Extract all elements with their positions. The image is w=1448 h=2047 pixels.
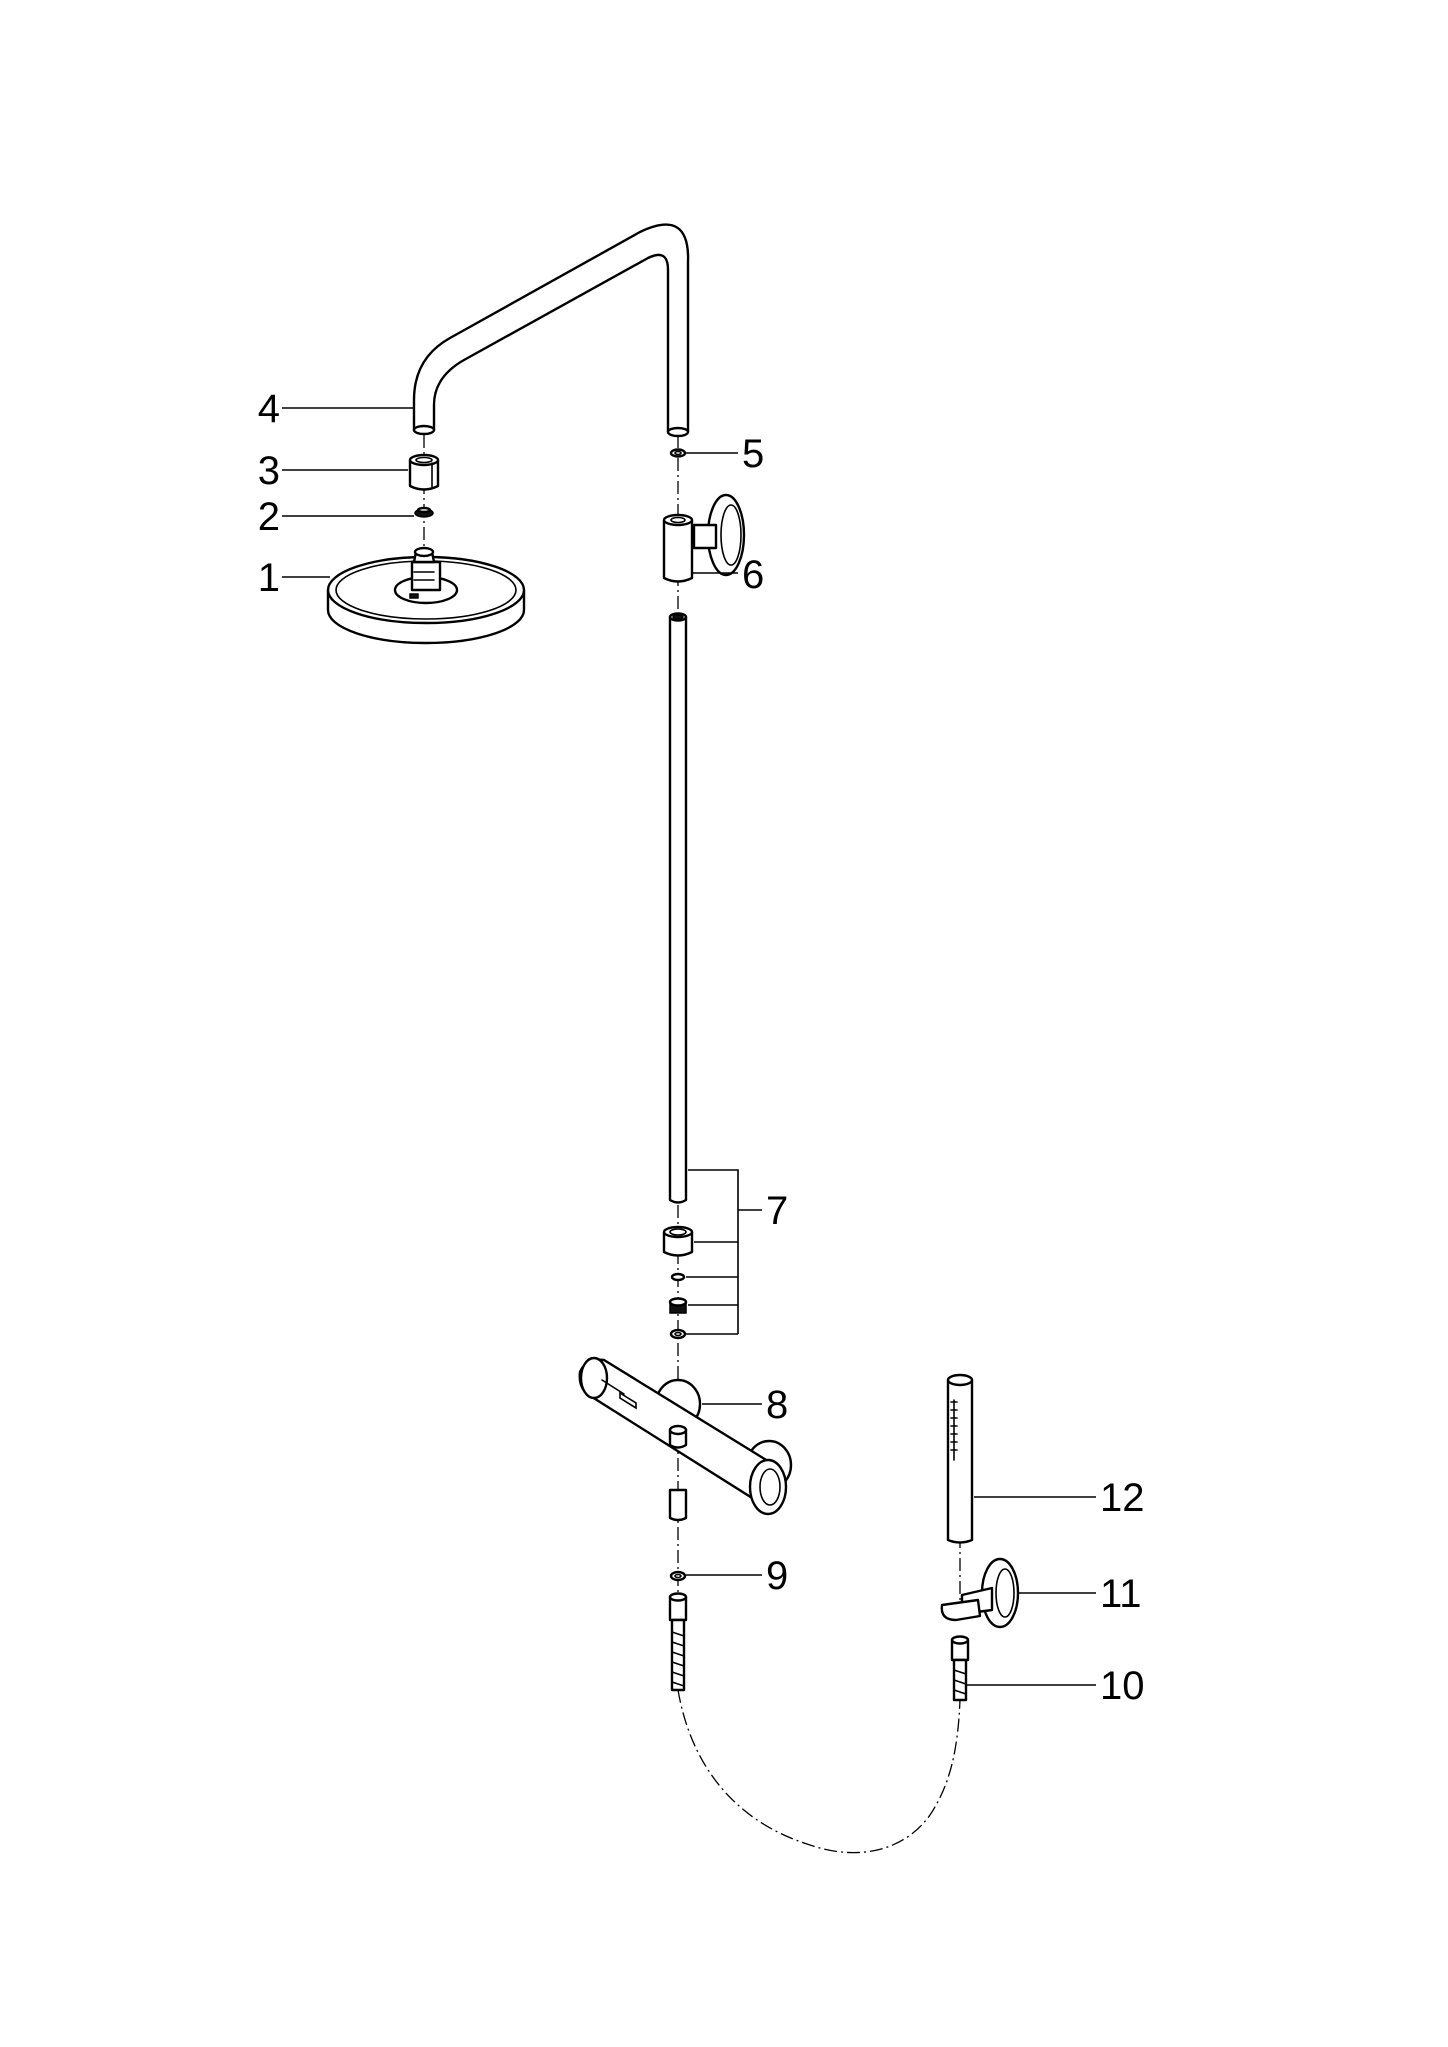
leader-lines (282, 407, 1096, 1686)
rain-shower-head (326, 546, 526, 645)
callout-9: 9 (766, 1554, 788, 1598)
adapter-sleeve (408, 453, 440, 491)
hand-shower-holder (940, 1557, 1020, 1629)
riser-pipe-set (662, 612, 694, 1340)
shower-arm (412, 223, 690, 438)
callout-7: 7 (766, 1189, 788, 1233)
callout-1: 1 (258, 556, 280, 600)
callout-11: 11 (1100, 1572, 1142, 1616)
callout-6: 6 (742, 553, 764, 597)
assembly-axes (423, 435, 961, 1854)
callout-4: 4 (258, 387, 280, 431)
shower-hose-left-end (668, 1592, 688, 1692)
callout-5: 5 (742, 432, 764, 476)
callout-2: 2 (258, 495, 280, 539)
hose-seal (669, 1570, 687, 1582)
wall-bracket (662, 493, 746, 583)
callout-10: 10 (1100, 1664, 1145, 1708)
seal-ring (669, 448, 687, 458)
shower-hose-right-end (950, 1635, 970, 1702)
callout-12: 12 (1100, 1476, 1145, 1520)
hand-shower (946, 1373, 974, 1544)
gasket-filter (414, 506, 434, 518)
thermostatic-mixer (578, 1356, 793, 1522)
callout-8: 8 (766, 1383, 788, 1427)
callout-3: 3 (258, 449, 280, 493)
callout-labels: 4 3 2 1 5 6 7 8 9 12 11 10 (258, 387, 1145, 1708)
